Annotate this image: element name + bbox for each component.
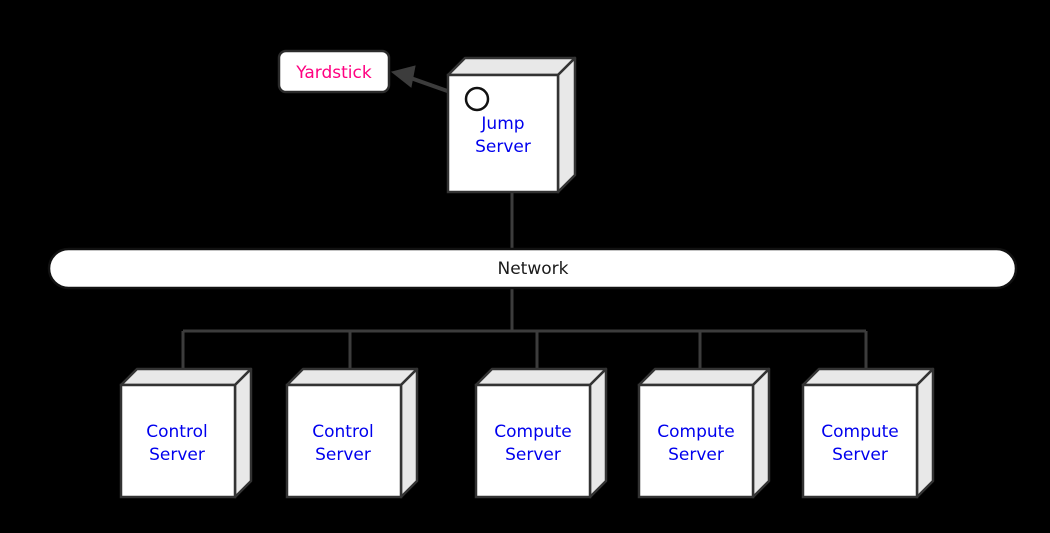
server-4-front-face[interactable] [637,383,755,499]
jump-server-right-face [556,56,577,194]
server-2-front-face[interactable] [285,383,403,499]
server-4-right-face [751,367,771,499]
server-4-top-face [637,367,771,387]
server-3-label-line1: Compute [494,422,572,442]
server-box-3[interactable]: Compute Server [474,367,608,499]
server-4-label-line1: Compute [657,422,735,442]
server-3-front-face[interactable] [474,383,592,499]
server-2-label-line2: Server [315,445,371,465]
network-bar[interactable] [47,247,1018,290]
server-1-label-line1: Control [146,422,207,442]
network-node[interactable]: Network [47,247,1018,290]
server-5-top-face [801,367,935,387]
server-3-label-line2: Server [505,445,561,465]
yardstick-node[interactable]: Yardstick [277,49,391,94]
server-2-label-line1: Control [312,422,373,442]
yardstick-box[interactable] [277,49,391,94]
jump-server-node[interactable]: Jump Server [446,56,577,194]
server-box-4[interactable]: Compute Server [637,367,771,499]
server-1-front-face[interactable] [119,383,237,499]
server-5-front-face[interactable] [801,383,919,499]
circle-port-icon [464,86,490,112]
jump-server-label-line2: Server [475,137,531,157]
jump-server-top-face [446,56,577,77]
server-2-top-face [285,367,419,387]
server-1-label-line2: Server [149,445,205,465]
network-label: Network [498,259,569,279]
server-4-label-line2: Server [668,445,724,465]
server-box-1[interactable]: Control Server [119,367,253,499]
server-5-label-line2: Server [832,445,888,465]
jump-server-label-line1: Jump [480,114,524,134]
server-2-right-face [399,367,419,499]
server-5-label-line1: Compute [821,422,899,442]
server-5-right-face [915,367,935,499]
server-3-top-face [474,367,608,387]
server-1-top-face [119,367,253,387]
connector-lines [181,192,868,372]
server-3-right-face [588,367,608,499]
server-box-2[interactable]: Control Server [285,367,419,499]
server-1-right-face [233,367,253,499]
yardstick-arrow-head [390,65,416,88]
yardstick-label: Yardstick [295,63,372,83]
server-box-5[interactable]: Compute Server [801,367,935,499]
